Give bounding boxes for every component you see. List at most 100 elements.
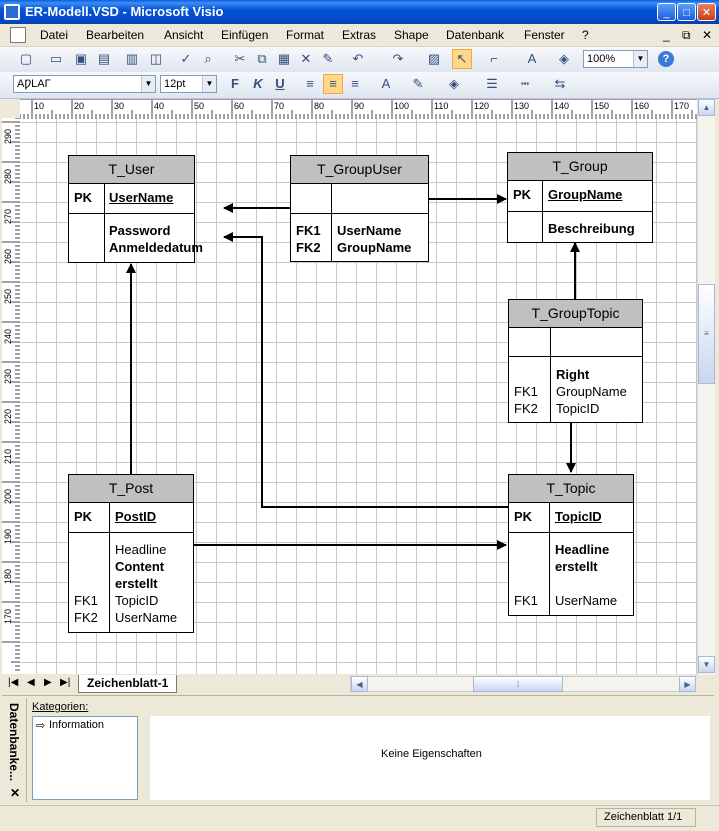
last-page-icon[interactable]: ▶| bbox=[60, 677, 71, 688]
connector-tool-icon[interactable]: ⌐ bbox=[490, 51, 498, 66]
line-pattern-icon[interactable]: ┅ bbox=[521, 76, 529, 91]
close-button[interactable]: ✕ bbox=[697, 3, 716, 21]
fk-tag: FK2 bbox=[296, 240, 321, 255]
entity-t-topic[interactable]: T_Topic PK TopicID Headline erstellt FK1… bbox=[508, 474, 634, 616]
copy-icon[interactable]: ⧉ bbox=[257, 51, 267, 66]
pointer-tool-icon[interactable]: ↖ bbox=[452, 49, 472, 69]
vertical-scrollbar[interactable]: ▲ ≡ ▼ bbox=[697, 99, 715, 675]
delete-icon[interactable]: ✕ bbox=[300, 51, 312, 66]
scroll-left-button[interactable]: ◀ bbox=[351, 676, 368, 692]
fk-tag: FK1 bbox=[296, 223, 321, 238]
spelling-icon[interactable]: ✓ bbox=[180, 51, 192, 66]
drawing-tools-icon[interactable]: ◈ bbox=[559, 51, 569, 66]
entity-t-user[interactable]: T_User PK UserName Password Anmeldedatum bbox=[68, 155, 203, 263]
help-icon[interactable]: ? bbox=[658, 51, 674, 67]
minimize-button[interactable]: _ bbox=[657, 3, 676, 21]
doc-close-button[interactable]: ✕ bbox=[702, 28, 713, 42]
line-ends-icon[interactable]: ⇆ bbox=[554, 76, 566, 91]
align-left-icon[interactable]: ≡ bbox=[306, 76, 314, 91]
save-icon[interactable]: ▣ bbox=[74, 51, 88, 66]
underline-icon[interactable]: U bbox=[275, 76, 285, 91]
paste-icon[interactable]: ▦ bbox=[277, 51, 291, 66]
field: Anmeldedatum bbox=[109, 240, 203, 255]
align-center-icon[interactable]: ≡ bbox=[323, 74, 343, 94]
menu-format[interactable]: Format bbox=[286, 28, 325, 42]
next-page-icon[interactable]: ▶ bbox=[44, 677, 52, 688]
menu-help[interactable]: ? bbox=[582, 28, 589, 42]
font-color-icon[interactable]: A bbox=[381, 76, 391, 91]
menu-datei[interactable]: Datei bbox=[40, 28, 69, 42]
scroll-thumb[interactable]: ≡ bbox=[698, 284, 715, 384]
prev-page-icon[interactable]: ◀ bbox=[27, 677, 35, 688]
line-weight-icon[interactable]: ☰ bbox=[486, 76, 498, 91]
ruler-label: 290 bbox=[3, 129, 13, 144]
research-icon[interactable]: ⌕ bbox=[204, 51, 212, 66]
save-as-icon[interactable]: ▤ bbox=[97, 51, 111, 66]
doc-restore-button[interactable]: ⧉ bbox=[682, 28, 691, 42]
font-name-combo[interactable]: AǷLAΓ ▼ bbox=[13, 75, 156, 93]
chevron-down-icon[interactable]: ▼ bbox=[202, 76, 216, 92]
visio-app-icon[interactable] bbox=[4, 4, 20, 20]
scroll-down-button[interactable]: ▼ bbox=[698, 656, 715, 673]
ruler-corner bbox=[2, 99, 20, 118]
menu-ansicht[interactable]: Ansicht bbox=[164, 28, 204, 42]
entity-t-group[interactable]: T_Group PK GroupName Beschreibung bbox=[507, 152, 653, 243]
field: Content bbox=[115, 559, 165, 574]
maximize-button[interactable]: □ bbox=[677, 3, 696, 21]
scroll-up-button[interactable]: ▲ bbox=[698, 99, 715, 116]
print-preview-icon[interactable]: ◫ bbox=[149, 51, 163, 66]
field: erstellt bbox=[555, 559, 598, 574]
pane-close-icon[interactable]: ✕ bbox=[10, 786, 21, 800]
format-painter-icon[interactable]: ✎ bbox=[322, 51, 334, 66]
connector-topic-user[interactable] bbox=[223, 232, 509, 508]
entity-t-post[interactable]: T_Post PK PostID Headline Content erstel… bbox=[68, 474, 194, 633]
page-tab[interactable]: Zeichenblatt-1 bbox=[78, 675, 178, 693]
chevron-down-icon[interactable]: ▼ bbox=[141, 76, 155, 92]
menu-fenster[interactable]: Fenster bbox=[524, 28, 565, 42]
bold-icon[interactable]: F bbox=[231, 76, 239, 91]
menu-shape[interactable]: Shape bbox=[394, 28, 429, 42]
drawing-canvas[interactable]: T_User PK UserName Password Anmeldedatum… bbox=[20, 119, 697, 674]
fk-tag: FK1 bbox=[514, 384, 538, 399]
categories-list[interactable]: ⇨ Information bbox=[32, 716, 138, 800]
new-icon[interactable]: ▢ bbox=[19, 51, 33, 66]
divider bbox=[550, 328, 551, 422]
open-icon[interactable]: ▭ bbox=[49, 51, 63, 66]
fill-color-icon[interactable]: ◈ bbox=[449, 76, 459, 91]
divider bbox=[549, 503, 550, 615]
doc-minimize-button[interactable]: _ bbox=[663, 28, 670, 42]
menu-bar: Datei Bearbeiten Ansicht Einfügen Format… bbox=[0, 24, 719, 47]
font-size-combo[interactable]: 12pt ▼ bbox=[160, 75, 217, 93]
zoom-value: 100% bbox=[587, 53, 616, 65]
document-icon[interactable] bbox=[10, 27, 26, 43]
redo-icon[interactable]: ↷ bbox=[392, 51, 404, 66]
undo-icon[interactable]: ↶ bbox=[352, 51, 364, 66]
first-page-icon[interactable]: |◀ bbox=[8, 677, 19, 688]
ruler-label: 270 bbox=[3, 209, 13, 224]
entity-t-groupuser[interactable]: T_GroupUser FK1 FK2 UserName GroupName bbox=[290, 155, 429, 262]
chevron-down-icon[interactable]: ▼ bbox=[633, 51, 647, 67]
entity-t-grouptopic[interactable]: T_GroupTopic Right FK1 FK2 GroupName Top… bbox=[508, 299, 643, 423]
horizontal-scrollbar[interactable]: ◀ ⁞ ▶ bbox=[350, 676, 696, 692]
entity-title: T_GroupTopic bbox=[509, 300, 642, 328]
zoom-combo[interactable]: 100% ▼ bbox=[583, 50, 648, 68]
align-right-icon[interactable]: ≡ bbox=[351, 76, 359, 91]
line-color-icon[interactable]: ✎ bbox=[412, 76, 424, 91]
text-tool-icon[interactable]: A bbox=[527, 51, 537, 66]
scroll-right-button[interactable]: ▶ bbox=[679, 676, 696, 692]
print-icon[interactable]: ▥ bbox=[125, 51, 139, 66]
pane-title-strip: Datenbanke... ✕ bbox=[4, 698, 27, 802]
italic-icon[interactable]: K bbox=[253, 76, 263, 91]
shapes-icon[interactable]: ▨ bbox=[427, 51, 441, 66]
cut-icon[interactable]: ✂ bbox=[234, 51, 246, 66]
menu-extras[interactable]: Extras bbox=[342, 28, 377, 42]
properties-panel: Keine Eigenschaften bbox=[150, 716, 710, 800]
menu-datenbank[interactable]: Datenbank bbox=[446, 28, 505, 42]
menu-bearbeiten[interactable]: Bearbeiten bbox=[86, 28, 145, 42]
category-item[interactable]: Information bbox=[49, 719, 105, 731]
menu-einfuegen[interactable]: Einfügen bbox=[221, 28, 269, 42]
title-bar: ER-Modell.VSD - Microsoft Visio _ □ ✕ bbox=[0, 0, 719, 24]
scroll-thumb-h[interactable]: ⁞ bbox=[473, 676, 563, 692]
